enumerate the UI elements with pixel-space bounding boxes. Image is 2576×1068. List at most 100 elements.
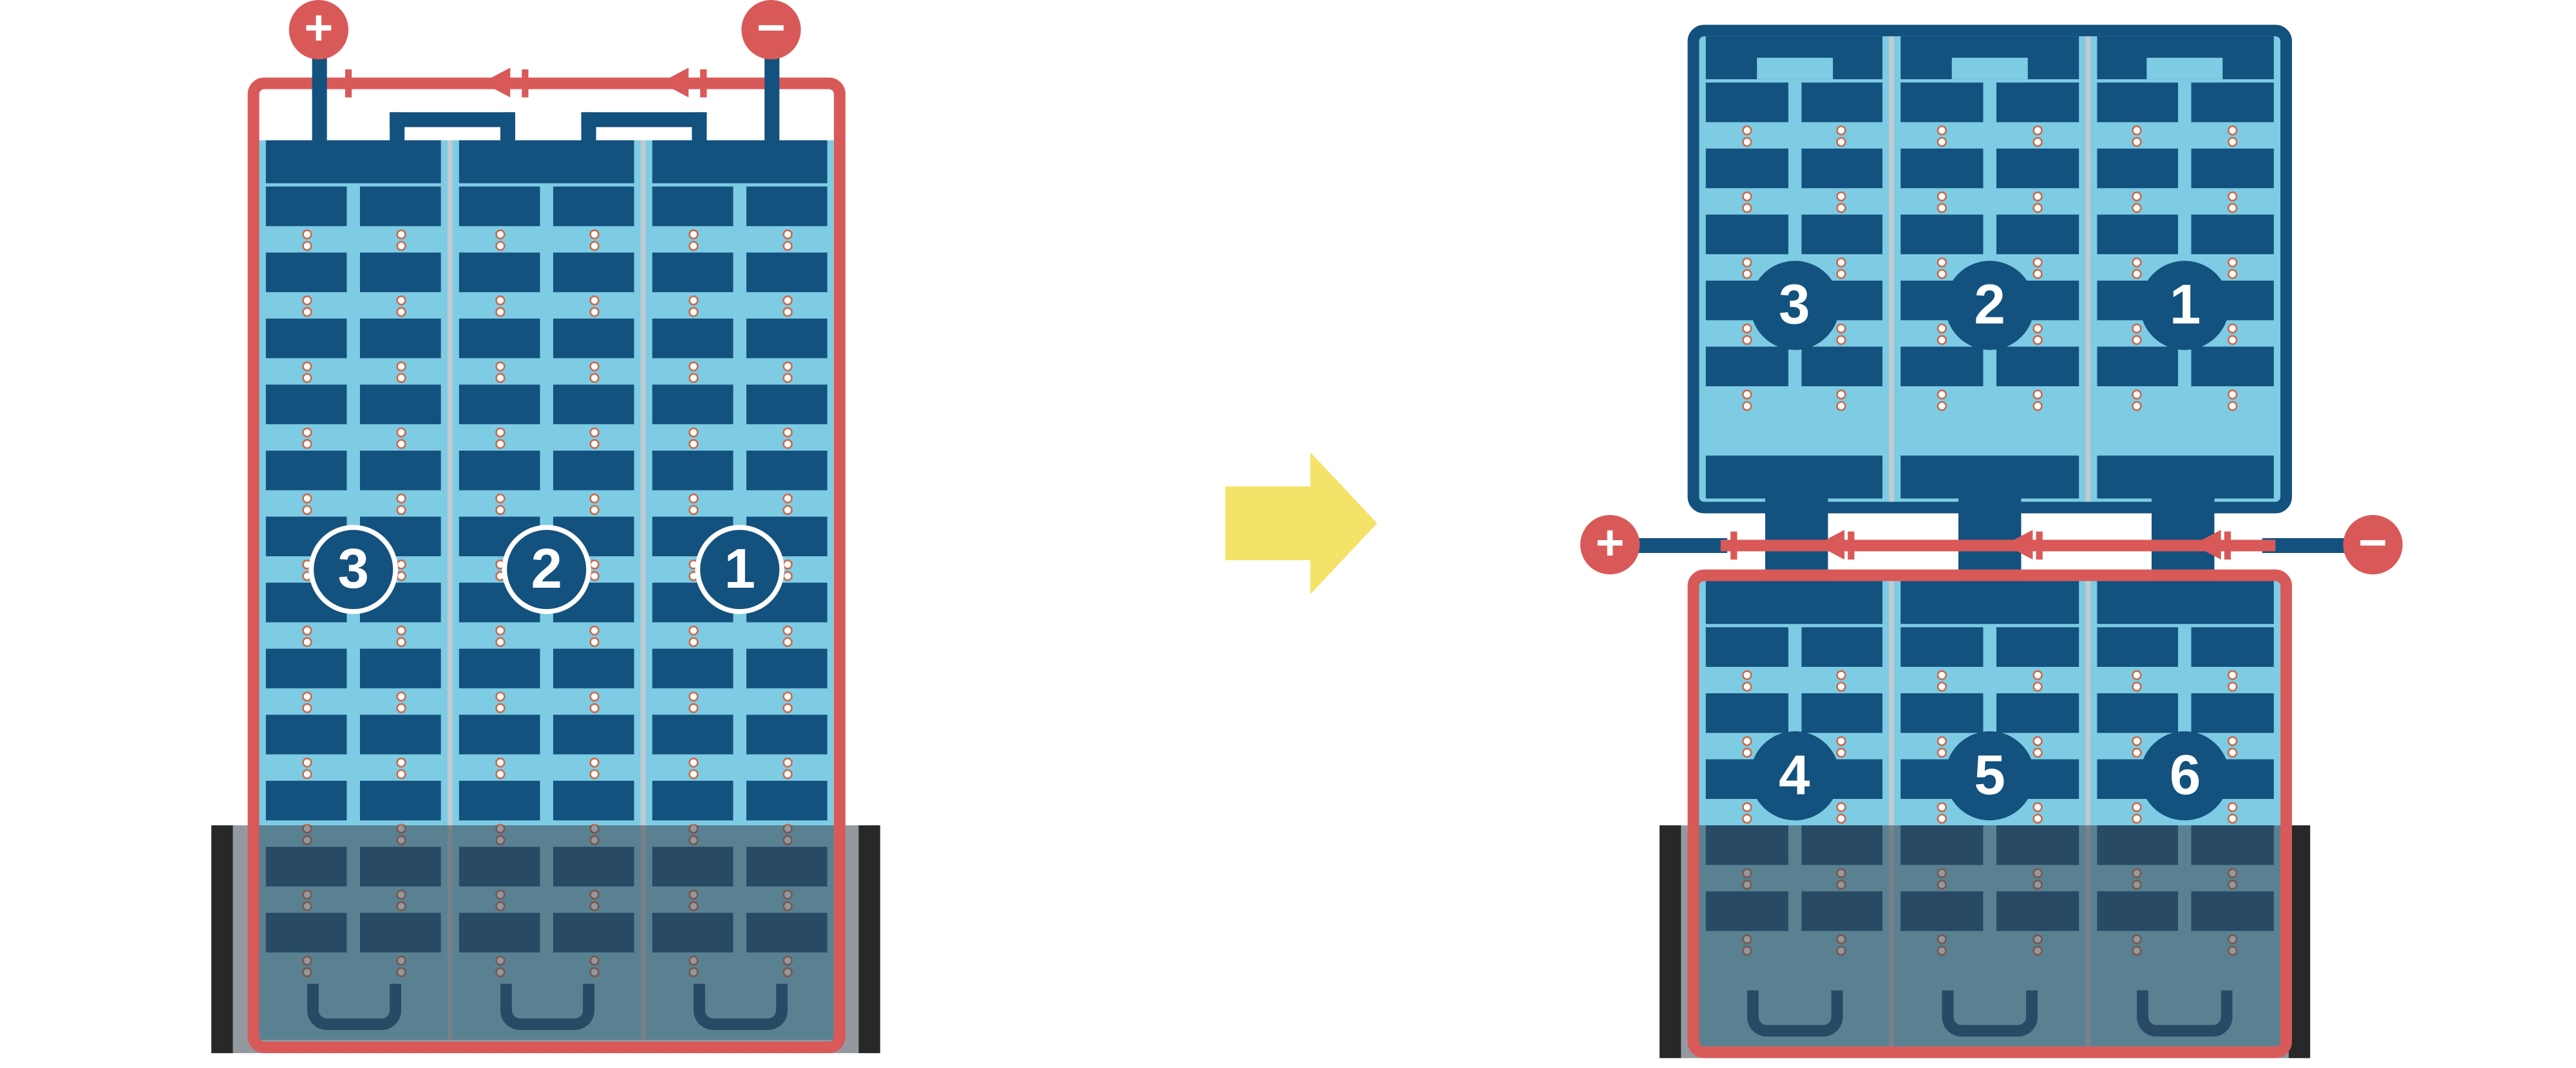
connector-dot-icon [301,306,312,317]
connector-dot-icon [494,439,505,449]
cell-plate [2096,82,2179,122]
cell-row [646,648,834,715]
cell-row [453,450,641,517]
string-number-badge: 1 [2140,261,2230,350]
connector-dot-icon [2228,681,2238,692]
connector-dot-icon [687,625,698,636]
connector-dot-icon [301,493,312,504]
cell-plate [1705,693,1788,733]
cell-row [453,318,641,385]
cell-row [1699,346,1889,413]
cell-plate [1901,346,1984,386]
string-number-badge: 5 [1945,731,2034,821]
connector-dot-icon [589,703,599,713]
connector-dot-icon [2132,203,2143,213]
cell-plate [1801,214,1883,254]
connector-dot-icon [782,295,792,306]
current-tick-icon [1730,531,1738,560]
connector-notch [2147,57,2224,80]
connector-dot-icon [2228,323,2238,333]
connector-dot-icon [589,373,599,383]
cell-row [1699,693,1889,760]
current-tick-icon [700,69,707,98]
connector-dot-icon [494,373,505,383]
connector-dot-icon [687,757,698,768]
cell-plate [1996,627,2079,667]
cell-plate [459,186,540,227]
connector-dot-icon [687,427,698,438]
connector-dot-icon [2132,335,2143,345]
connector-dot-icon [2032,681,2043,692]
connector-dot-icon [2228,736,2238,746]
cell-row [1895,346,2085,413]
connector-dot-icon [494,427,505,438]
cell-plate [459,780,540,821]
minus-icon: − [756,1,786,57]
current-bus-line [1720,539,2276,552]
connector-dot-icon [1741,268,1752,279]
cell-plate [1901,214,1984,254]
current-tick-icon [345,69,352,98]
band-cap-left-icon [1659,825,1681,1058]
connector-dot-icon [1741,191,1752,201]
cell-plate [652,384,734,424]
cell-plate [2096,627,2179,667]
connector-dot-icon [2132,191,2143,201]
current-tick-icon [2224,531,2231,560]
cell-plate [265,780,347,821]
cell-plate [553,648,634,689]
current-tick-icon [522,69,529,98]
series-bridge-icon [390,112,515,157]
connector-dot-icon [1837,125,1847,136]
cell-row [260,715,448,781]
cell-row [1895,214,2085,281]
connector-dot-icon [782,439,792,449]
cell-plate [652,318,734,359]
connector-dot-icon [494,306,505,317]
connector-dot-icon [1837,191,1847,201]
connector-dot-icon [2228,257,2238,268]
cell-row [2090,82,2280,149]
connector-dot-icon [395,306,406,317]
connector-dot-icon [1937,323,1947,333]
cell-plate [1705,346,1788,386]
connector-dot-icon [782,703,792,713]
connector-dot-icon [782,493,792,504]
connector-dot-icon [2228,125,2238,136]
string-number-badge: 4 [1750,731,1839,821]
cell-plate [265,318,347,359]
connector-dot-icon [782,637,792,648]
current-arrow-icon [482,68,511,98]
connector-dot-icon [589,229,599,239]
cell-plate [1801,693,1883,733]
connector-dot-icon [1837,814,1847,824]
cell-plate [746,780,828,821]
cell-plate [652,780,734,821]
connector-dot-icon [301,295,312,306]
cell-plate [459,450,540,491]
connector-dot-icon [589,427,599,438]
cell-row [260,384,448,451]
connector-dot-icon [782,373,792,383]
connector-dot-icon [687,769,698,780]
connector-dot-icon [1837,747,1847,758]
cell-plate [1705,148,1788,189]
connector-dot-icon [1937,203,1947,213]
connector-dot-icon [782,625,792,636]
connector-dot-icon [589,439,599,449]
string-number-badge: 2 [1945,261,2034,350]
connector-dot-icon [301,625,312,636]
connector-dot-icon [1937,389,1947,400]
cell-plate [2096,693,2179,733]
connector-dot-icon [2032,401,2043,411]
connector-dot-icon [395,703,406,713]
cell-plate [652,186,734,227]
cell-plate [459,715,540,754]
current-tick-icon [1848,531,1855,560]
connector-dot-icon [395,373,406,383]
connector-dot-icon [2032,736,2043,746]
connector-dot-icon [2228,268,2238,279]
connector-dot-icon [1837,136,1847,147]
connector-dot-icon [1741,203,1752,213]
